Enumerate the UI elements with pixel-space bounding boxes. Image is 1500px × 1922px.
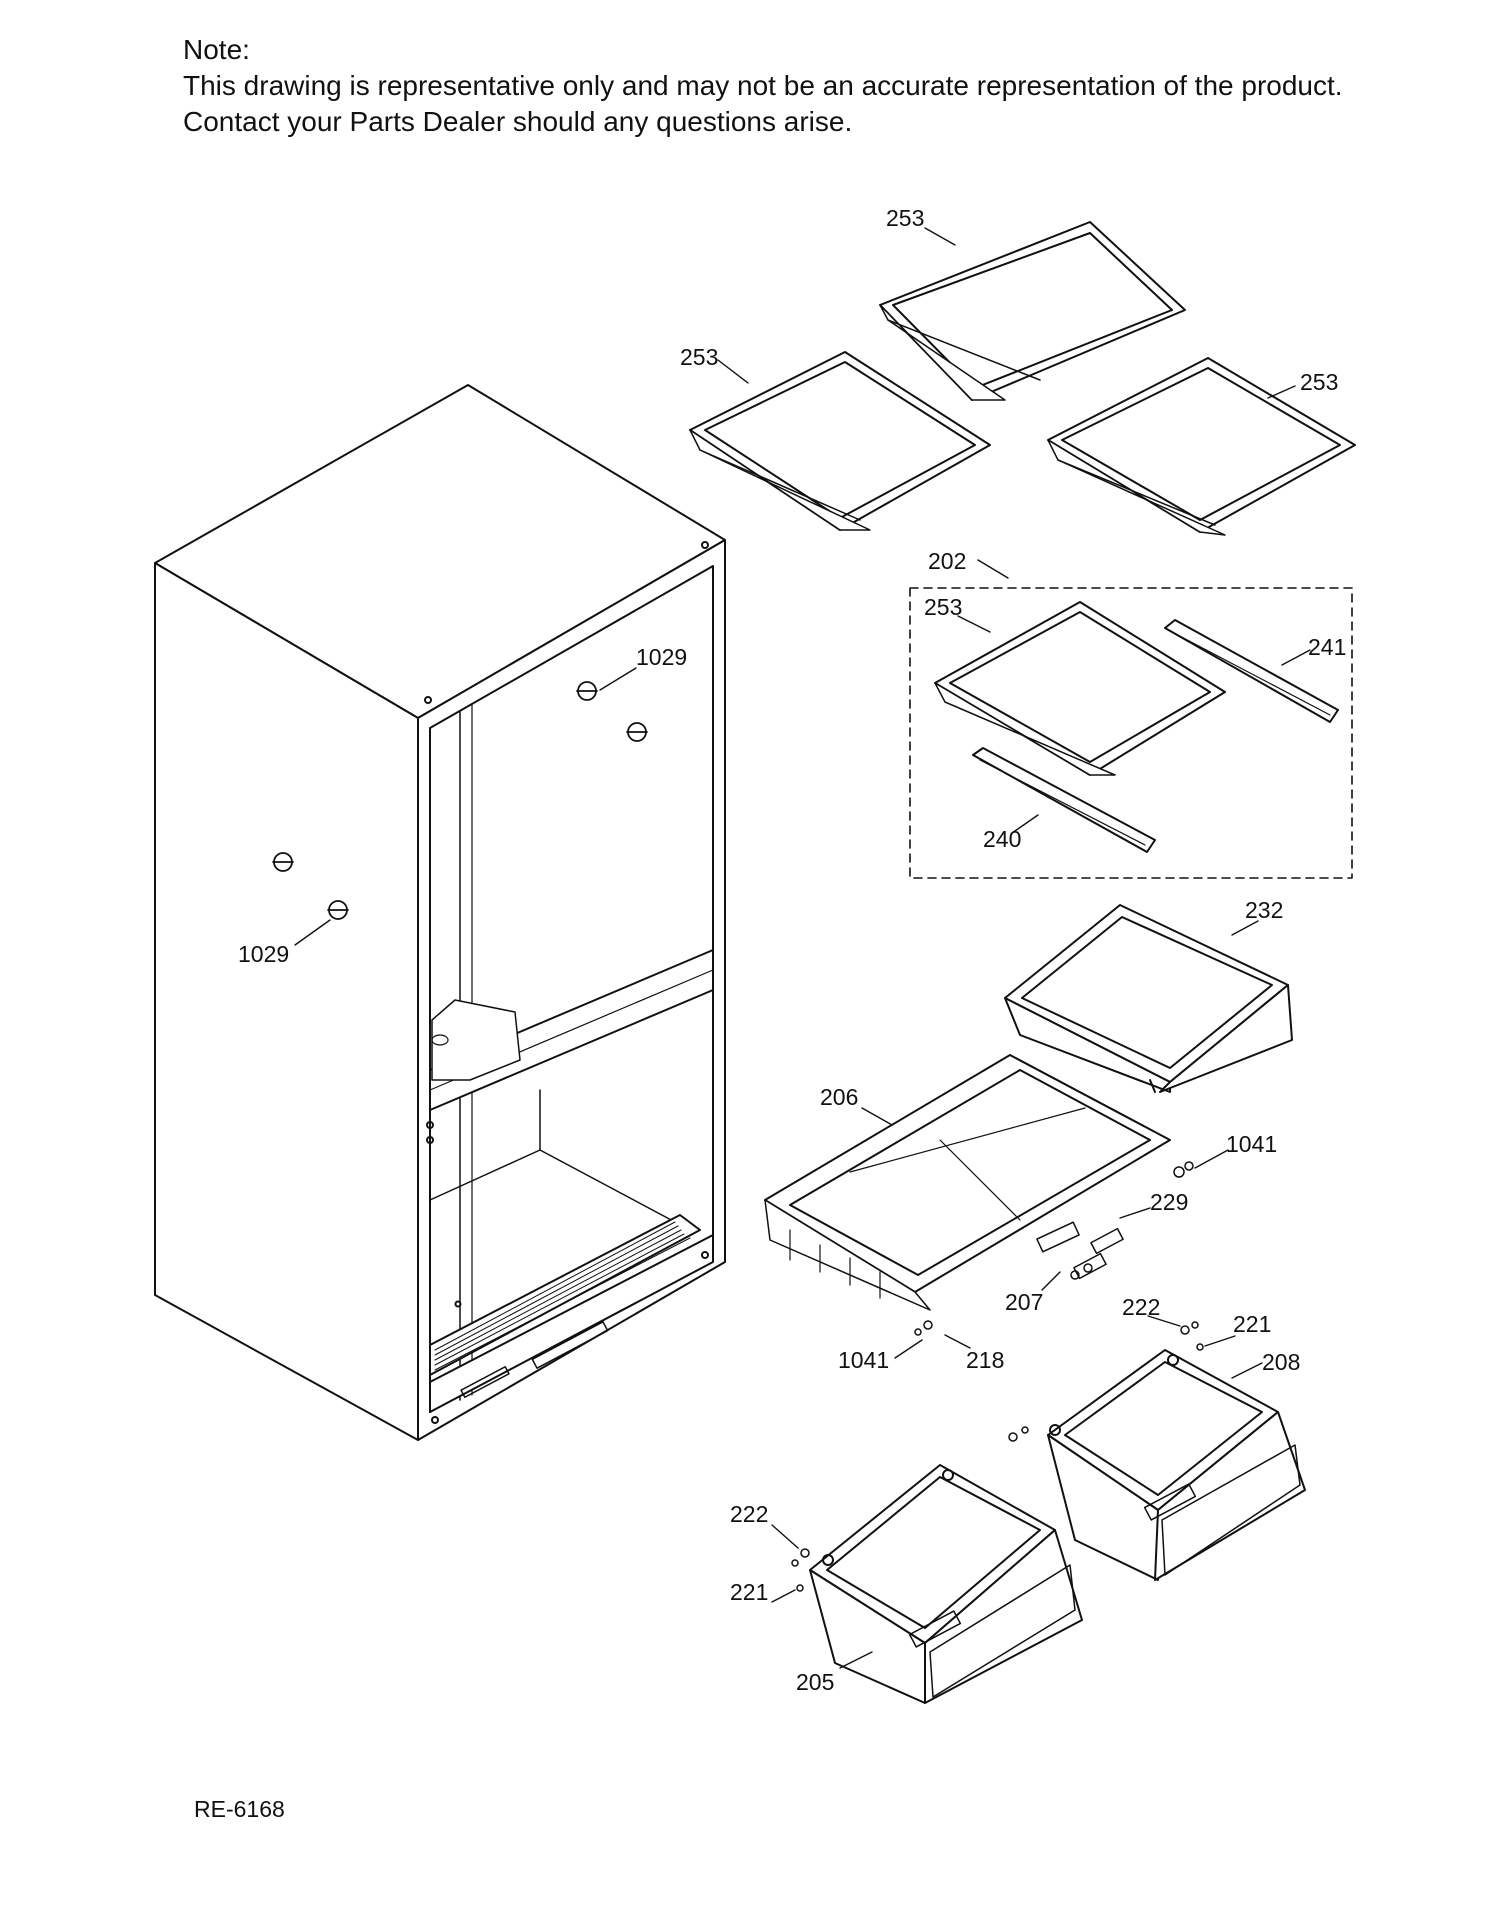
- callout-1041-right: 1041: [1226, 1131, 1277, 1157]
- callout-222-right: 222: [1122, 1294, 1160, 1320]
- note-heading: Note:: [183, 34, 250, 65]
- leader-lines: [294, 227, 1311, 1669]
- callout-1041-left: 1041: [838, 1347, 889, 1373]
- snack-pan-232: [1004, 904, 1293, 1093]
- callout-222-left: 222: [730, 1501, 768, 1527]
- callout-221-right: 221: [1233, 1311, 1271, 1337]
- callout-253-top: 253: [886, 205, 924, 231]
- callout-207: 207: [1005, 1289, 1043, 1315]
- callout-1029-left: 1029: [238, 941, 289, 967]
- glass-shelf-left: [689, 351, 991, 531]
- hardware-bushings-handles: [791, 1161, 1204, 1592]
- glass-shelf-top: [879, 221, 1186, 401]
- refrigerator-cabinet: [154, 384, 726, 1441]
- callout-218: 218: [966, 1347, 1004, 1373]
- drawer-left-205: [809, 1464, 1083, 1704]
- callout-221-left: 221: [730, 1579, 768, 1605]
- callout-253-left: 253: [680, 344, 718, 370]
- drawer-right-208: [1047, 1349, 1306, 1581]
- callout-253-assembly: 253: [924, 594, 962, 620]
- disclaimer-note: Note: This drawing is representative onl…: [183, 32, 1343, 140]
- callout-labels: 253 253 253 202 253 241 240 1029 1029 23…: [238, 205, 1346, 1695]
- stud-1029-cabinet-right: [576, 681, 648, 742]
- callout-232: 232: [1245, 897, 1283, 923]
- callout-206: 206: [820, 1084, 858, 1110]
- stud-1029-cabinet-left: [272, 852, 349, 920]
- callout-1029-right: 1029: [636, 644, 687, 670]
- glass-shelf-right: [1047, 357, 1356, 536]
- callout-240: 240: [983, 826, 1021, 852]
- callout-202: 202: [928, 548, 966, 574]
- crisper-cover-206: [764, 1054, 1171, 1311]
- note-line-2: Contact your Parts Dealer should any que…: [183, 106, 853, 137]
- note-line-1: This drawing is representative only and …: [183, 70, 1343, 101]
- callout-205: 205: [796, 1669, 834, 1695]
- callout-241: 241: [1308, 634, 1346, 660]
- document-code: RE-6168: [194, 1796, 285, 1822]
- callout-229: 229: [1150, 1189, 1188, 1215]
- callout-253-right: 253: [1300, 369, 1338, 395]
- shelf-assembly-202: [909, 587, 1353, 879]
- callout-208: 208: [1262, 1349, 1300, 1375]
